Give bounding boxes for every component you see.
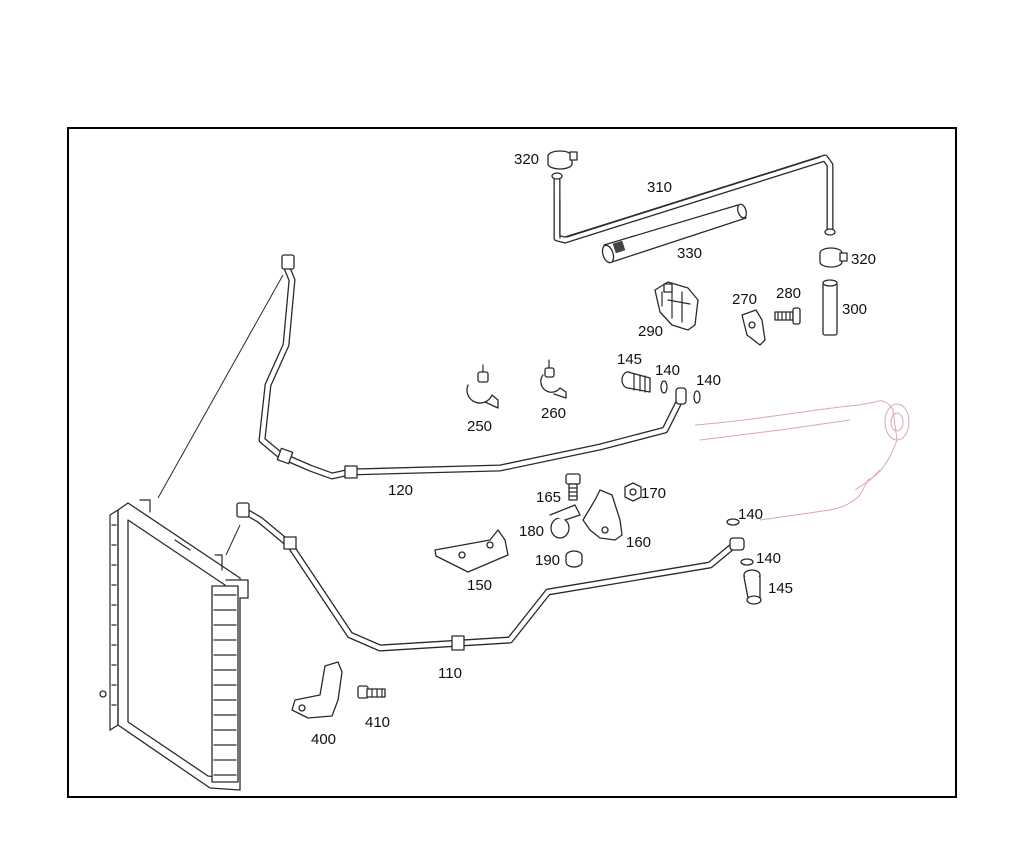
- label-320-b: 320: [851, 251, 876, 268]
- radiator: [99, 499, 249, 791]
- leader-radiator-110: [225, 524, 241, 556]
- bolt-280: [774, 307, 801, 325]
- label-190: 190: [535, 552, 560, 569]
- leader-radiator-120: [157, 274, 284, 499]
- label-310: 310: [647, 179, 672, 196]
- label-150: 150: [467, 577, 492, 594]
- label-140-a: 140: [655, 362, 680, 379]
- label-260: 260: [541, 405, 566, 422]
- label-320-a: 320: [514, 151, 539, 168]
- bolt-165: [565, 473, 581, 501]
- bolt-410: [357, 685, 386, 699]
- banjo-bolt-145-b: [743, 569, 762, 605]
- clamp-320-a: [547, 150, 578, 170]
- label-330: 330: [677, 245, 702, 262]
- seal-ring-140-c: [726, 518, 740, 526]
- label-145-a: 145: [617, 351, 642, 368]
- label-410: 410: [365, 714, 390, 731]
- holder-290: [654, 281, 699, 331]
- label-140-d: 140: [756, 550, 781, 567]
- bracket-400: [291, 661, 343, 719]
- seal-ring-140-a: [660, 380, 668, 394]
- tube-330: [601, 203, 748, 264]
- clamp-260: [540, 359, 567, 399]
- banjo-bolt-145-a: [621, 371, 651, 393]
- hose-310: [551, 154, 836, 244]
- label-160: 160: [626, 534, 651, 551]
- bracket-270: [741, 309, 766, 346]
- clamp-180: [549, 504, 581, 539]
- label-400: 400: [311, 731, 336, 748]
- label-170: 170: [641, 485, 666, 502]
- label-270: 270: [732, 291, 757, 308]
- pipe-120: [258, 254, 687, 480]
- label-280: 280: [776, 285, 801, 302]
- label-180: 180: [519, 523, 544, 540]
- label-140-b: 140: [696, 372, 721, 389]
- label-300: 300: [842, 301, 867, 318]
- clamp-320-b: [819, 247, 848, 268]
- label-250: 250: [467, 418, 492, 435]
- label-145-b: 145: [768, 580, 793, 597]
- nut-190: [565, 550, 583, 568]
- diagram-frame: [67, 127, 957, 798]
- bracket-150: [434, 529, 509, 573]
- transmission-outline: [694, 400, 910, 521]
- label-110: 110: [438, 665, 462, 682]
- label-120: 120: [388, 482, 413, 499]
- label-290: 290: [638, 323, 663, 340]
- clamp-250: [466, 364, 499, 409]
- seal-ring-140-b: [693, 390, 701, 404]
- label-165: 165: [536, 489, 561, 506]
- label-140-c: 140: [738, 506, 763, 523]
- seal-ring-140-d: [740, 558, 754, 566]
- pipe-110: [236, 502, 745, 652]
- bracket-160: [582, 489, 623, 541]
- nut-170: [624, 482, 642, 502]
- tube-300: [822, 279, 838, 336]
